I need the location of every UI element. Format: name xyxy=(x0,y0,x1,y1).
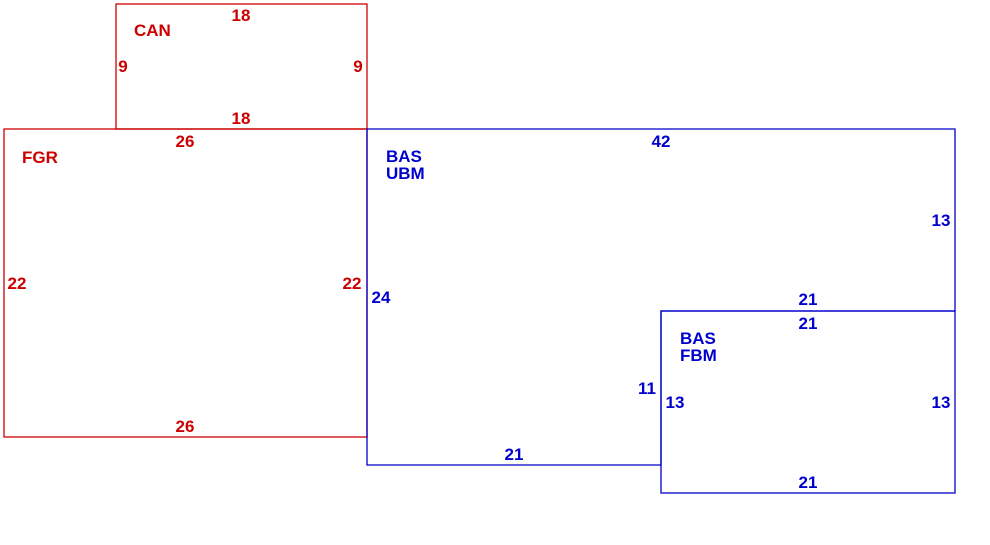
bas-fbm-left-dimension: 13 xyxy=(666,393,685,412)
can-left-dimension: 9 xyxy=(118,57,127,76)
bas-fbm-label-line2: FBM xyxy=(680,346,717,365)
can-label: CAN xyxy=(134,21,171,40)
bas-ubm-inner-dimension: 11 xyxy=(638,379,656,398)
bas-ubm-right-dimension: 13 xyxy=(932,211,951,230)
fgr-label: FGR xyxy=(22,148,58,167)
bas-fbm-top-dimension: 21 xyxy=(799,314,818,333)
fgr-bottom-dimension: 26 xyxy=(176,417,195,436)
bas-fbm-bottom-dimension: 21 xyxy=(799,473,818,492)
fgr-left-dimension: 22 xyxy=(8,274,27,293)
bas-fbm-outline xyxy=(660,310,956,494)
bas-ubm-left-dimension: 24 xyxy=(372,288,391,307)
bas-ubm-bottom-dimension: 21 xyxy=(505,445,524,464)
can-bottom-dimension: 18 xyxy=(232,109,251,128)
bas-ubm-label-line2: UBM xyxy=(386,164,425,183)
can-top-dimension: 18 xyxy=(232,6,251,25)
bas-fbm-right-dimension: 13 xyxy=(932,393,951,412)
can-right-dimension: 9 xyxy=(353,57,362,76)
bas-ubm-top-dimension: 42 xyxy=(652,132,671,151)
fgr-top-dimension: 26 xyxy=(176,132,195,151)
fgr-right-dimension: 22 xyxy=(343,274,362,293)
fgr-outline xyxy=(3,128,368,438)
bas-fbm-label-line1: BAS xyxy=(680,329,716,348)
bas-ubm-step-dimension: 21 xyxy=(799,290,818,309)
bas-ubm-label-line1: BAS xyxy=(386,147,422,166)
